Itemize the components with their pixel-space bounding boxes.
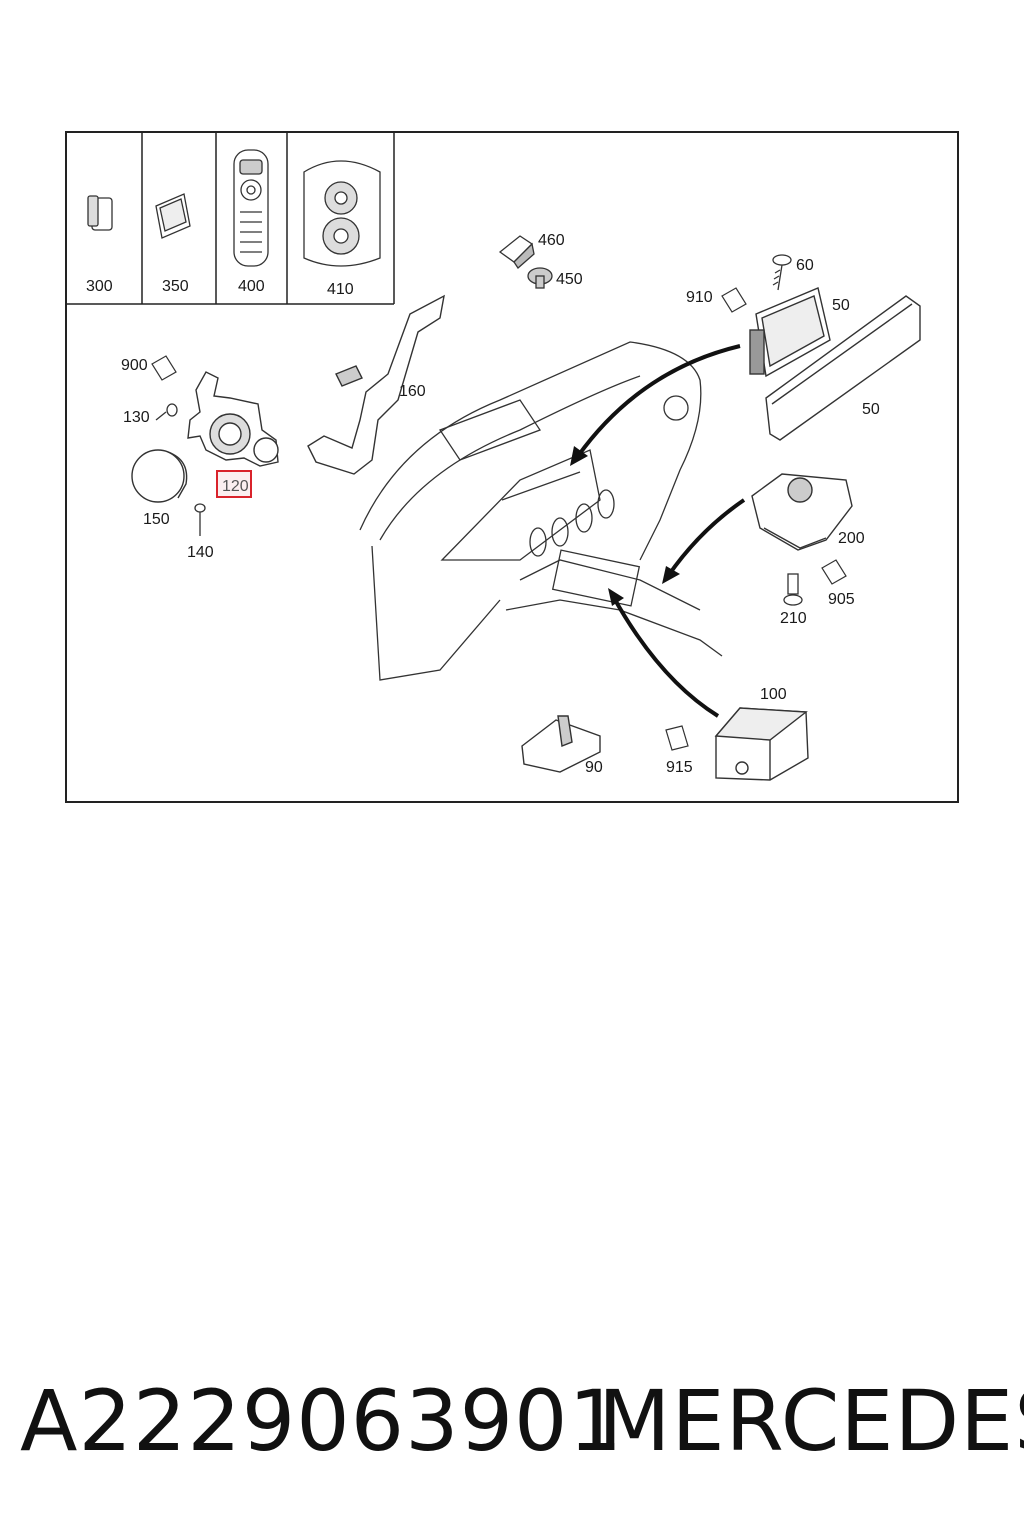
callout-350: 350 — [162, 278, 189, 295]
part-100-control-unit-icon — [714, 707, 809, 781]
part-50-display-icon — [749, 287, 831, 378]
part-450-clip-icon — [527, 267, 553, 289]
callout-90: 90 — [585, 759, 603, 776]
part-90-bracket-icon — [521, 715, 601, 773]
inset-panels — [66, 132, 395, 305]
parts-diagram: 300 350 400 410 460 450 60 910 50 50 900… — [65, 131, 959, 803]
part-915-tag-icon — [665, 725, 689, 751]
callout-50-display: 50 — [832, 297, 850, 314]
part-60-screw-icon — [772, 254, 792, 291]
callout-450: 450 — [556, 271, 583, 288]
callout-900: 900 — [121, 357, 148, 374]
part-460-connector-icon — [498, 235, 535, 269]
callout-50-cover: 50 — [862, 401, 880, 418]
callout-210: 210 — [780, 610, 807, 627]
callout-400: 400 — [238, 278, 265, 295]
part-900-tag-icon — [151, 355, 177, 381]
callout-100: 100 — [760, 686, 787, 703]
callout-120-highlight-box — [216, 470, 252, 498]
callout-150: 150 — [143, 511, 170, 528]
callout-60: 60 — [796, 257, 814, 274]
footer-caption: A2229063901 MERCEDES — [20, 1372, 1024, 1482]
part-130-screw-icon — [155, 403, 178, 421]
part-910-tag-icon — [721, 287, 747, 313]
dashboard-outline — [359, 341, 723, 681]
part-905-tag-icon — [821, 559, 847, 585]
part-410-speaker-icon — [303, 160, 381, 267]
brand-name: MERCEDES — [598, 1372, 1024, 1470]
arrow-heads — [570, 446, 680, 606]
part-120-switch-assembly-icon — [187, 371, 279, 467]
part-200-controller-icon — [751, 473, 853, 551]
part-210-bolt-icon — [783, 573, 803, 606]
callout-120[interactable]: 120 — [222, 478, 249, 495]
callout-160: 160 — [399, 383, 426, 400]
callout-410: 410 — [327, 281, 354, 298]
callout-460: 460 — [538, 232, 565, 249]
callout-200: 200 — [838, 530, 865, 547]
part-50-cover-icon — [765, 295, 921, 441]
part-350-card-icon — [155, 193, 191, 239]
part-150-knob-icon — [131, 449, 188, 503]
part-140-screw-icon — [194, 503, 206, 536]
callout-915: 915 — [666, 759, 693, 776]
assembly-arrows — [576, 344, 746, 718]
callout-300: 300 — [86, 278, 113, 295]
part-400-remote-icon — [233, 149, 269, 267]
part-160-duct-icon — [307, 294, 445, 475]
part-number: A2229063901 — [20, 1372, 623, 1470]
callout-140: 140 — [187, 544, 214, 561]
callout-130: 130 — [123, 409, 150, 426]
callout-910: 910 — [686, 289, 713, 306]
part-300-switch-icon — [87, 195, 113, 231]
callout-905: 905 — [828, 591, 855, 608]
diagram-frame — [65, 131, 959, 803]
